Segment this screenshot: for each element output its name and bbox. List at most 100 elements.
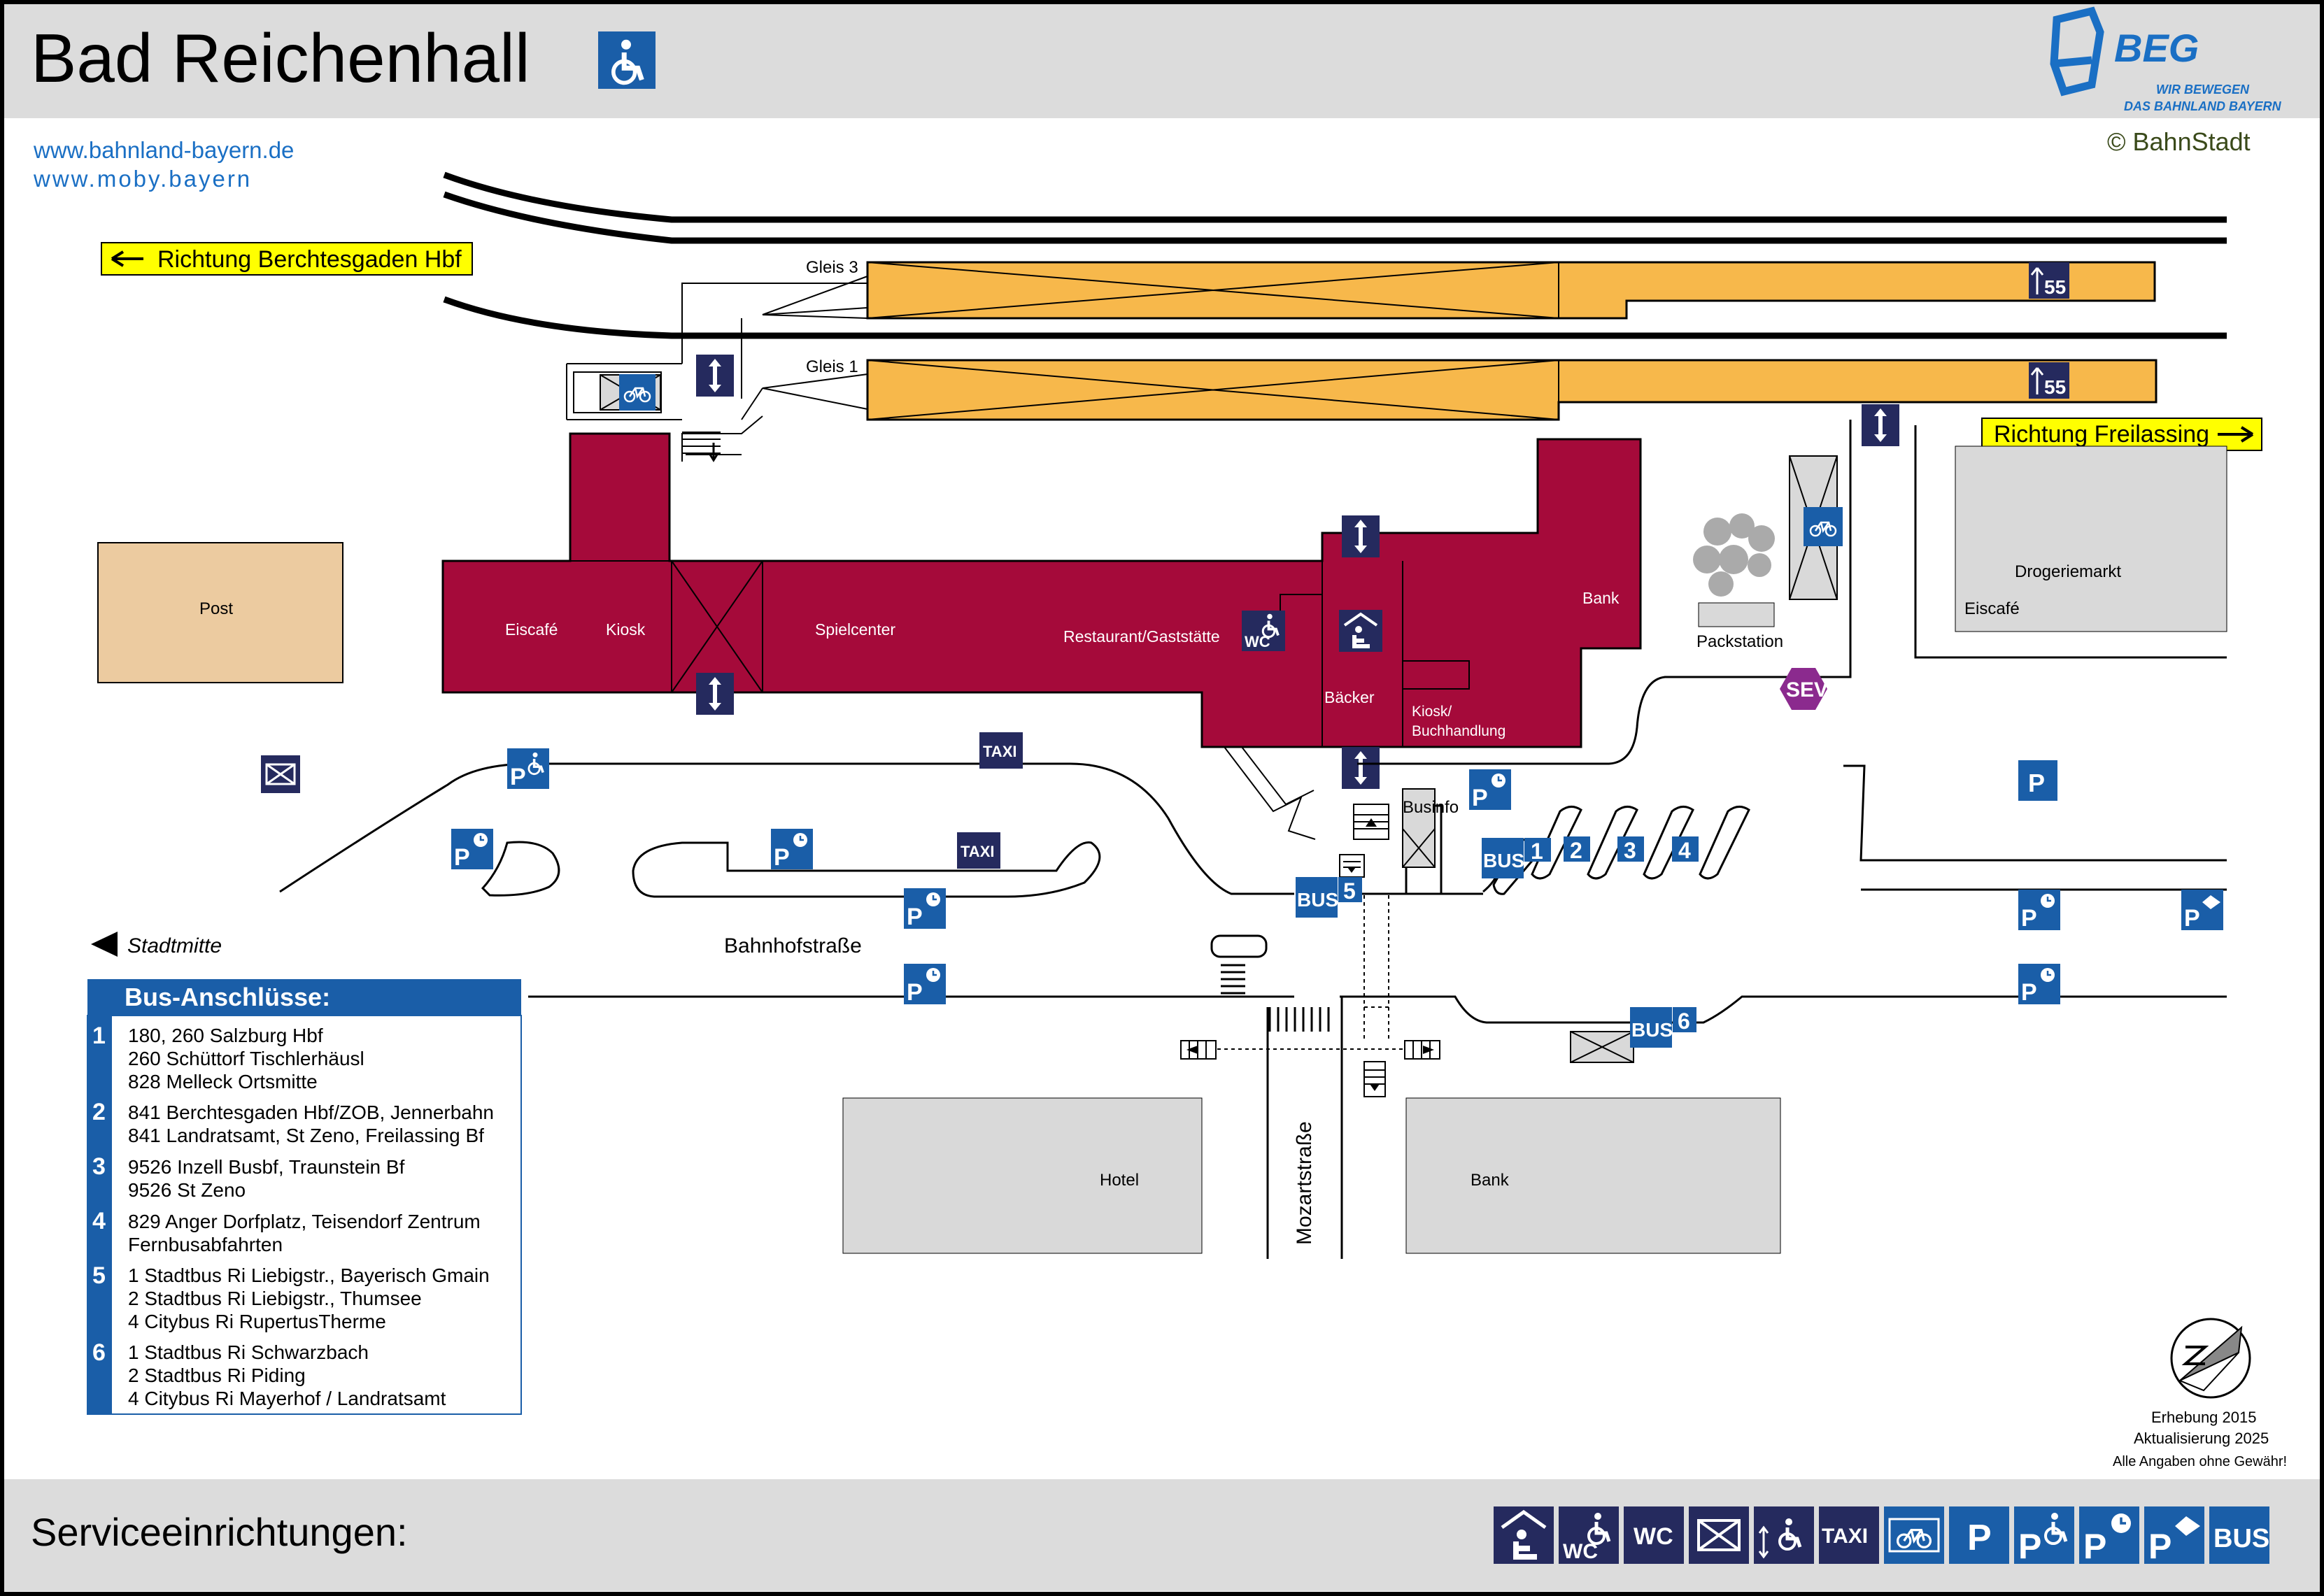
accessible-wc-icon: WC xyxy=(1559,1506,1619,1564)
bus-stop-6: BUS 6 xyxy=(1630,1007,1696,1048)
svg-text:P: P xyxy=(454,844,470,871)
svg-text:TAXI: TAXI xyxy=(983,743,1016,760)
ramp xyxy=(1224,746,1316,840)
note-aktualisierung: Aktualisierung 2025 xyxy=(2134,1430,2269,1447)
svg-text:55: 55 xyxy=(2044,276,2066,298)
crosswalk xyxy=(1221,964,1330,1032)
elevator-icon xyxy=(696,673,734,715)
svg-text:841 Berchtesgaden Hbf/ZOB, Jen: 841 Berchtesgaden Hbf/ZOB, Jennerbahn xyxy=(128,1102,494,1123)
svg-text:BUS: BUS xyxy=(1631,1019,1673,1041)
bus-connections-title: Bus-Anschlüsse: xyxy=(125,983,330,1011)
businfo-kiosk: Businfo xyxy=(1402,788,1459,868)
ev-charging-parking-icon: P xyxy=(2181,890,2223,932)
sev-icon: SEV xyxy=(1780,668,1828,710)
accessible-parking-icon: P xyxy=(2014,1506,2074,1566)
svg-text:Drogeriemarkt: Drogeriemarkt xyxy=(2015,562,2121,581)
bahnhofstrasse-label: Bahnhofstraße xyxy=(724,934,862,957)
bike-parking-icon xyxy=(1884,1506,1944,1564)
underpass-paths xyxy=(1189,895,1441,1050)
drogeriemarkt-building: Drogeriemarkt Eiscafé xyxy=(1914,425,2227,659)
svg-text:Richtung Freilassing: Richtung Freilassing xyxy=(1994,421,2209,448)
svg-text:6: 6 xyxy=(92,1339,106,1366)
direction-freilassing: Richtung Freilassing xyxy=(1981,418,2262,451)
svg-text:180, 260 Salzburg Hbf: 180, 260 Salzburg Hbf xyxy=(128,1025,323,1046)
svg-text:Hotel: Hotel xyxy=(1100,1171,1139,1190)
svg-text:P: P xyxy=(2021,905,2037,932)
short-term-parking-icon: P xyxy=(2018,890,2060,932)
svg-text:P: P xyxy=(1472,785,1488,811)
east-bike-shelter xyxy=(1789,455,1843,600)
parking-icon: P xyxy=(2018,760,2057,801)
svg-text:P: P xyxy=(2021,979,2037,1006)
svg-text:WC: WC xyxy=(1634,1523,1673,1550)
mailbox-icon xyxy=(261,755,300,793)
svg-text:828 Melleck Ortsmitte: 828 Melleck Ortsmitte xyxy=(128,1071,318,1092)
waiting-room-icon xyxy=(1494,1506,1554,1564)
svg-text:4 Citybus Ri RupertusTherme: 4 Citybus Ri RupertusTherme xyxy=(128,1311,386,1332)
bike-parking-icon xyxy=(1804,507,1843,546)
parking-icon: P xyxy=(1949,1506,2009,1564)
beg-slogan-2: DAS BAHNLAND BAYERN xyxy=(2124,99,2282,113)
svg-text:P: P xyxy=(2083,1527,2106,1566)
bus-icon: BUS xyxy=(2209,1506,2269,1564)
waiting-room-icon xyxy=(1339,610,1382,652)
bank-station-label: Bank xyxy=(1582,589,1620,607)
svg-text:829 Anger Dorfplatz, Teisendor: 829 Anger Dorfplatz, Teisendorf Zentrum xyxy=(128,1211,481,1232)
gleis-1-label: Gleis 1 xyxy=(806,357,858,376)
svg-text:P: P xyxy=(2184,905,2200,932)
short-term-parking-icon: P xyxy=(771,829,813,871)
svg-text:Businfo: Businfo xyxy=(1403,798,1459,817)
page-title: Bad Reichenhall xyxy=(31,20,530,97)
svg-text:TAXI: TAXI xyxy=(961,843,994,860)
svg-text:P: P xyxy=(510,764,526,790)
svg-text:3: 3 xyxy=(92,1153,106,1180)
svg-text:4 Citybus Ri Mayerhof / Landra: 4 Citybus Ri Mayerhof / Landratsamt xyxy=(128,1388,446,1409)
link-bahnland[interactable]: www.bahnland-bayern.de xyxy=(33,137,294,163)
svg-text:Fernbusabfahrten: Fernbusabfahrten xyxy=(128,1234,283,1255)
link-moby[interactable]: www.moby.bayern xyxy=(33,166,252,192)
baecker-label: Bäcker xyxy=(1324,688,1375,706)
beg-logo-name: BEG xyxy=(2114,26,2199,70)
mozartstrasse-label: Mozartstraße xyxy=(1293,1121,1316,1245)
svg-text:Post: Post xyxy=(199,599,233,618)
direction-berchtesgaden: Richtung Berchtesgaden Hbf xyxy=(101,242,473,276)
eiscafe-label: Eiscafé xyxy=(505,620,558,639)
bus-stop-4: 4 xyxy=(1672,836,1699,863)
packstation: Packstation xyxy=(1696,602,1783,651)
ev-charging-parking-icon: P xyxy=(2144,1506,2204,1566)
kiosk-label: Kiosk xyxy=(606,620,646,639)
wheelchair-ramp-icon xyxy=(1754,1506,1814,1564)
platform-gleis-3: Gleis 3 xyxy=(762,258,2156,320)
platform-height-sign-gleis-1: 55 xyxy=(2029,362,2069,399)
bike-parking-icon xyxy=(619,374,656,411)
wheelchair-accessible-icon xyxy=(598,31,656,89)
svg-text:9526 Inzell Busbf, Traunstein: 9526 Inzell Busbf, Traunstein Bf xyxy=(128,1156,405,1178)
svg-text:5: 5 xyxy=(92,1262,106,1289)
svg-text:WC: WC xyxy=(1563,1540,1598,1563)
stairs-icon xyxy=(1180,804,1440,1097)
svg-text:BUS: BUS xyxy=(2213,1524,2269,1553)
short-term-parking-icon: P xyxy=(451,829,493,871)
kiosk-buchhandlung-label-1: Kiosk/ xyxy=(1412,704,1452,720)
elevator-icon xyxy=(1862,404,1899,446)
svg-text:Eiscafé: Eiscafé xyxy=(1964,599,2020,618)
svg-text:Bank: Bank xyxy=(1471,1171,1510,1190)
svg-text:4: 4 xyxy=(92,1208,106,1234)
bus-connections-panel: Bus-Anschlüsse: 1 180, 260 Salzburg Hbf … xyxy=(87,979,522,1415)
svg-text:1 Stadtbus Ri Schwarzbach: 1 Stadtbus Ri Schwarzbach xyxy=(128,1341,369,1363)
bank-building: Bank xyxy=(1405,1097,1781,1254)
mailbox-icon xyxy=(1689,1506,1749,1564)
svg-text:P: P xyxy=(774,844,790,871)
platform-height-sign-gleis-3: 55 xyxy=(2029,262,2069,299)
svg-text:Richtung Berchtesgaden Hbf: Richtung Berchtesgaden Hbf xyxy=(157,246,462,273)
svg-text:5: 5 xyxy=(1343,878,1356,904)
svg-text:P: P xyxy=(1967,1518,1992,1558)
short-term-parking-icon: P xyxy=(2018,964,2060,1006)
svg-text:P: P xyxy=(2148,1527,2171,1566)
taxi-icon: TAXI xyxy=(1819,1506,1879,1564)
svg-text:2: 2 xyxy=(1570,838,1582,863)
kiosk-buchhandlung-label-2: Buchhandlung xyxy=(1412,723,1505,739)
short-term-parking-icon: P xyxy=(904,888,946,930)
elevator-icon xyxy=(1342,515,1380,557)
